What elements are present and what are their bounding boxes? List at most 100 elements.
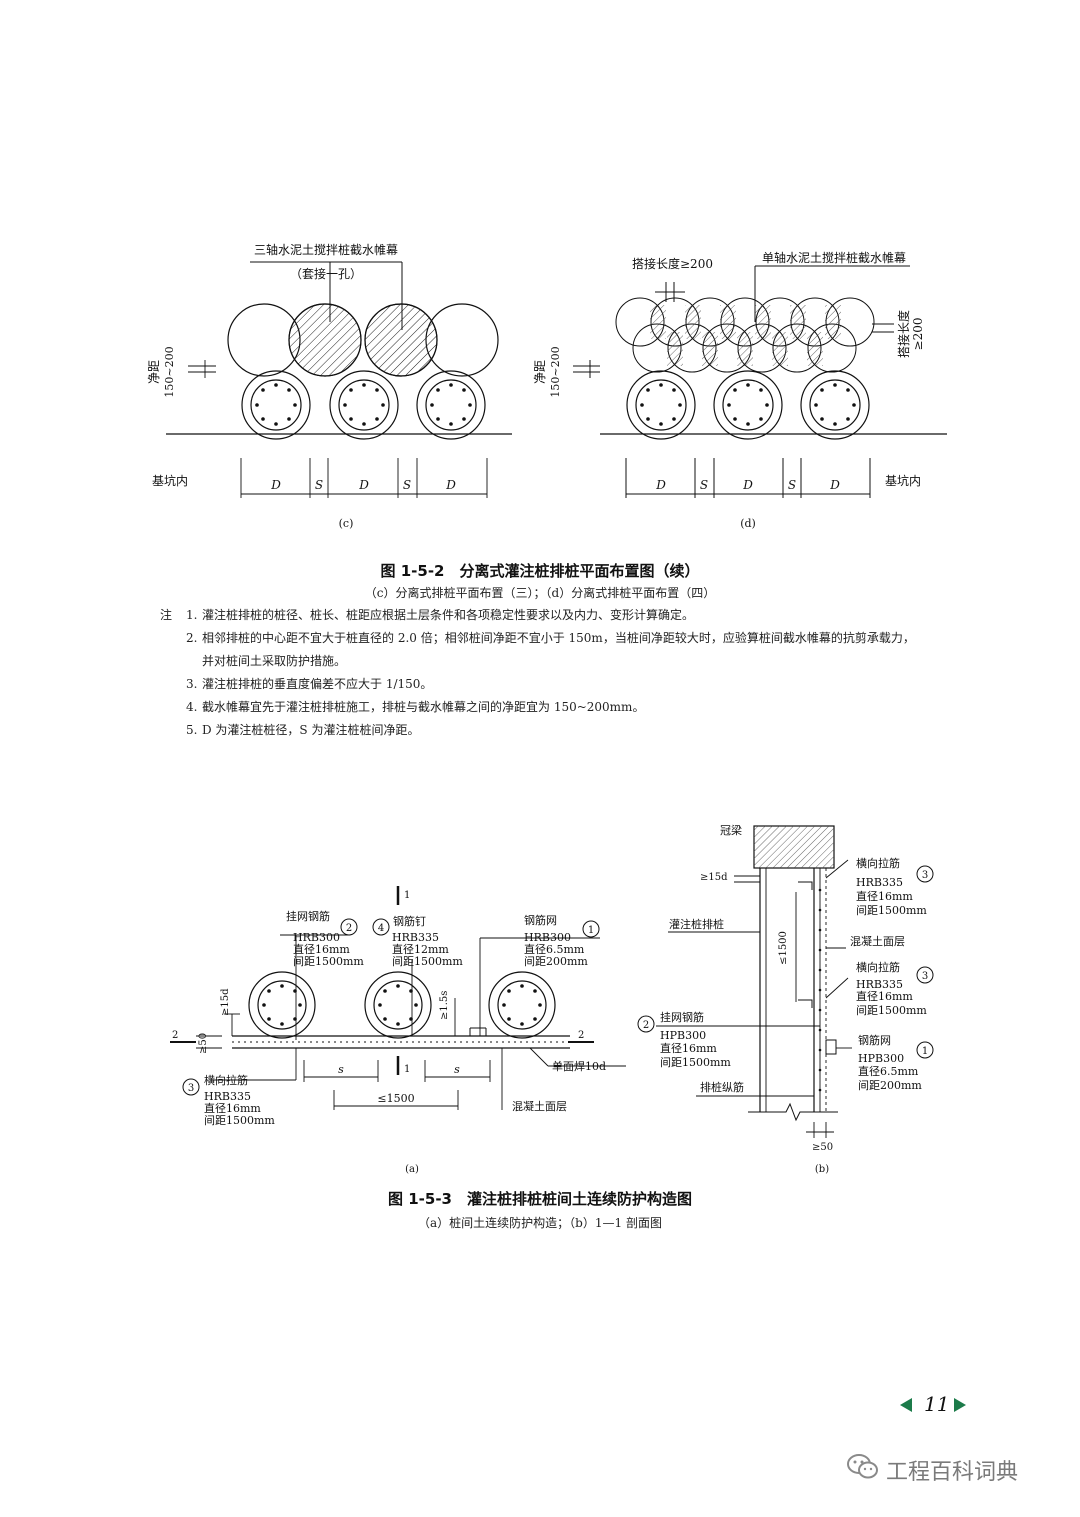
note-item-continued: 并对桩间土采取防护措施。 <box>202 654 347 668</box>
note-item: 2.相邻排桩的中心距不宜大于桩直径的 2.0 倍；相邻桩间净距不宜小于 150m… <box>186 631 915 645</box>
rebar-dots-3a <box>262 984 542 1026</box>
dim-c-2: D <box>358 478 369 492</box>
pile-label: 灌注桩排桩 <box>669 917 724 931</box>
figure-152-title: 图 1-5-2 分离式灌注桩排桩平面布置图（续） <box>380 562 700 580</box>
overlap-side-1: 搭接长度 <box>896 310 911 358</box>
sec-left: 2 <box>172 1030 178 1041</box>
item4-grade: HRB335 <box>392 931 439 944</box>
item3b-dia: 直径16mm <box>856 989 913 1003</box>
item4-num: 4 <box>378 923 384 934</box>
dim-1500-a: ≤1500 <box>377 1092 414 1105</box>
clear-label-d: 净距 <box>533 360 547 384</box>
concrete-label-b: 混凝土面层 <box>850 934 905 948</box>
item2b-dia: 直径16mm <box>660 1041 717 1055</box>
pit-label-d: 基坑内 <box>885 473 921 488</box>
notes-label: 注 <box>160 608 173 622</box>
clear-value-d: 150~200 <box>549 346 562 397</box>
item2b-name: 挂网钢筋 <box>660 1010 704 1024</box>
item1b-name: 钢筋网 <box>858 1033 891 1047</box>
item3-grade: HRB335 <box>204 1090 251 1103</box>
dim-50-b: ≥50 <box>812 1142 833 1153</box>
figure-3a <box>170 886 626 1110</box>
figure-d <box>573 265 947 498</box>
dim-1500-b: ≤1500 <box>778 931 789 965</box>
figure-153-title: 图 1-5-3 灌注桩排桩桩间土连续防护构造图 <box>388 1190 692 1208</box>
clear-label-c: 净距 <box>147 360 161 384</box>
dim-d-3: S <box>788 478 796 492</box>
item1-grade: HRB300 <box>524 931 571 944</box>
item1b-spacing: 间距200mm <box>858 1079 922 1092</box>
item3-dia: 直径16mm <box>204 1101 261 1115</box>
item3a-name: 横向拉筋 <box>856 856 900 870</box>
item3-num: 3 <box>188 1083 194 1094</box>
item2b-grade: HPB300 <box>660 1029 706 1042</box>
item3-spacing: 间距1500mm <box>204 1114 275 1127</box>
watermark-text: 工程百科词典 <box>886 1460 1019 1485</box>
bored-piles-3a <box>248 971 556 1039</box>
dim-15s-a: ≥1.5s <box>439 991 450 1020</box>
watermark: 工程百科词典 <box>846 1452 1056 1485</box>
item3a-num: 3 <box>922 870 928 881</box>
item3-name: 横向拉筋 <box>204 1073 248 1087</box>
pile-dots-3b <box>818 888 822 1092</box>
overlap-top-d: 搭接长度≥200 <box>632 256 713 271</box>
item4-name: 钢筋钉 <box>393 914 426 928</box>
callout-c-1: 三轴水泥土搅拌桩截水帷幕 <box>254 242 398 257</box>
dim-d-2: D <box>742 478 753 492</box>
item1-name: 钢筋网 <box>524 913 557 927</box>
item3a-spacing: 间距1500mm <box>856 904 927 917</box>
item2-spacing: 间距1500mm <box>293 955 364 968</box>
clear-value-c: 150~200 <box>163 346 176 397</box>
weld-label: 单面焊10d <box>552 1059 606 1073</box>
callout-d: 单轴水泥土搅拌桩截水帷幕 <box>762 250 906 265</box>
figure-3b <box>637 825 934 1138</box>
item2-name: 挂网钢筋 <box>286 909 330 923</box>
note-item: 3.灌注桩排桩的垂直度偏差不应大于 1/150。 <box>186 677 433 691</box>
caption-d: (d) <box>740 517 756 530</box>
concrete-label-a: 混凝土面层 <box>512 1099 567 1113</box>
item2-grade: HRB300 <box>293 931 340 944</box>
item1b-grade: HPB300 <box>858 1052 904 1065</box>
item3b-grade: HRB335 <box>856 978 903 991</box>
previous-page-icon[interactable] <box>900 1398 912 1412</box>
next-page-icon[interactable] <box>954 1398 966 1412</box>
dim-c-1: S <box>315 478 323 492</box>
figure-c <box>166 261 512 498</box>
dim-s2: s <box>454 1063 460 1076</box>
pit-label-c: 基坑内 <box>152 473 188 488</box>
dim-c-0: D <box>270 478 281 492</box>
dim-c-4: D <box>445 478 456 492</box>
dim-d-4: D <box>829 478 840 492</box>
figure-152-subtitle: （c）分离式排桩平面布置（三）；（d）分离式排桩平面布置（四） <box>364 586 716 600</box>
figure-153-subtitle: （a）桩间土连续防护构造；（b）1—1 剖面图 <box>418 1216 662 1230</box>
item2b-spacing: 间距1500mm <box>660 1056 731 1069</box>
item3b-num: 3 <box>922 971 928 982</box>
item1-dia: 直径6.5mm <box>524 942 585 956</box>
page-navigator: 11 <box>896 1392 976 1420</box>
dim-c-3: S <box>403 478 411 492</box>
caption-c: (c) <box>339 517 354 530</box>
note-item: 4.截水帷幕宜先于灌注桩排桩施工，排桩与截水帷幕之间的净距宜为 150~200m… <box>186 700 645 714</box>
dim-d-0: D <box>655 478 666 492</box>
item1-spacing: 间距200mm <box>524 955 588 968</box>
figure-c-labels: 三轴水泥土搅拌桩截水帷幕 （套接一孔） 净距 150~200 基坑内 D S D… <box>147 242 456 530</box>
figure-d-labels: 搭接长度≥200 单轴水泥土搅拌桩截水帷幕 搭接长度 ≥200 净距 150~2… <box>533 250 925 530</box>
dim-s1: s <box>338 1063 344 1076</box>
long-bar-label: 排桩纵筋 <box>700 1080 744 1094</box>
dim-15d-a: ≥15d <box>220 988 231 1016</box>
overlap-side-2: ≥200 <box>911 318 925 351</box>
page-number: 11 <box>924 1392 950 1416</box>
rebar-dots-d <box>640 383 856 426</box>
item1-num: 1 <box>588 925 594 936</box>
figure-3a-labels: 1 1 2 2 挂网钢筋 2 HRB300 直径16mm 间距1500mm 4 … <box>172 890 606 1175</box>
callout-c-2: （套接一孔） <box>290 266 362 281</box>
item3b-name: 横向拉筋 <box>856 960 900 974</box>
item4-spacing: 间距1500mm <box>392 955 463 968</box>
wechat-icon <box>847 1454 878 1479</box>
item2b-num: 2 <box>643 1020 649 1031</box>
overlap-hatches <box>650 305 841 366</box>
sec-bottom: 1 <box>404 1064 410 1075</box>
item1b-dia: 直径6.5mm <box>858 1064 919 1078</box>
notes-block: 注 1.灌注桩排桩的桩径、桩长、桩距应根据土层条件和各项稳定性要求以及内力、变形… <box>160 604 1000 742</box>
